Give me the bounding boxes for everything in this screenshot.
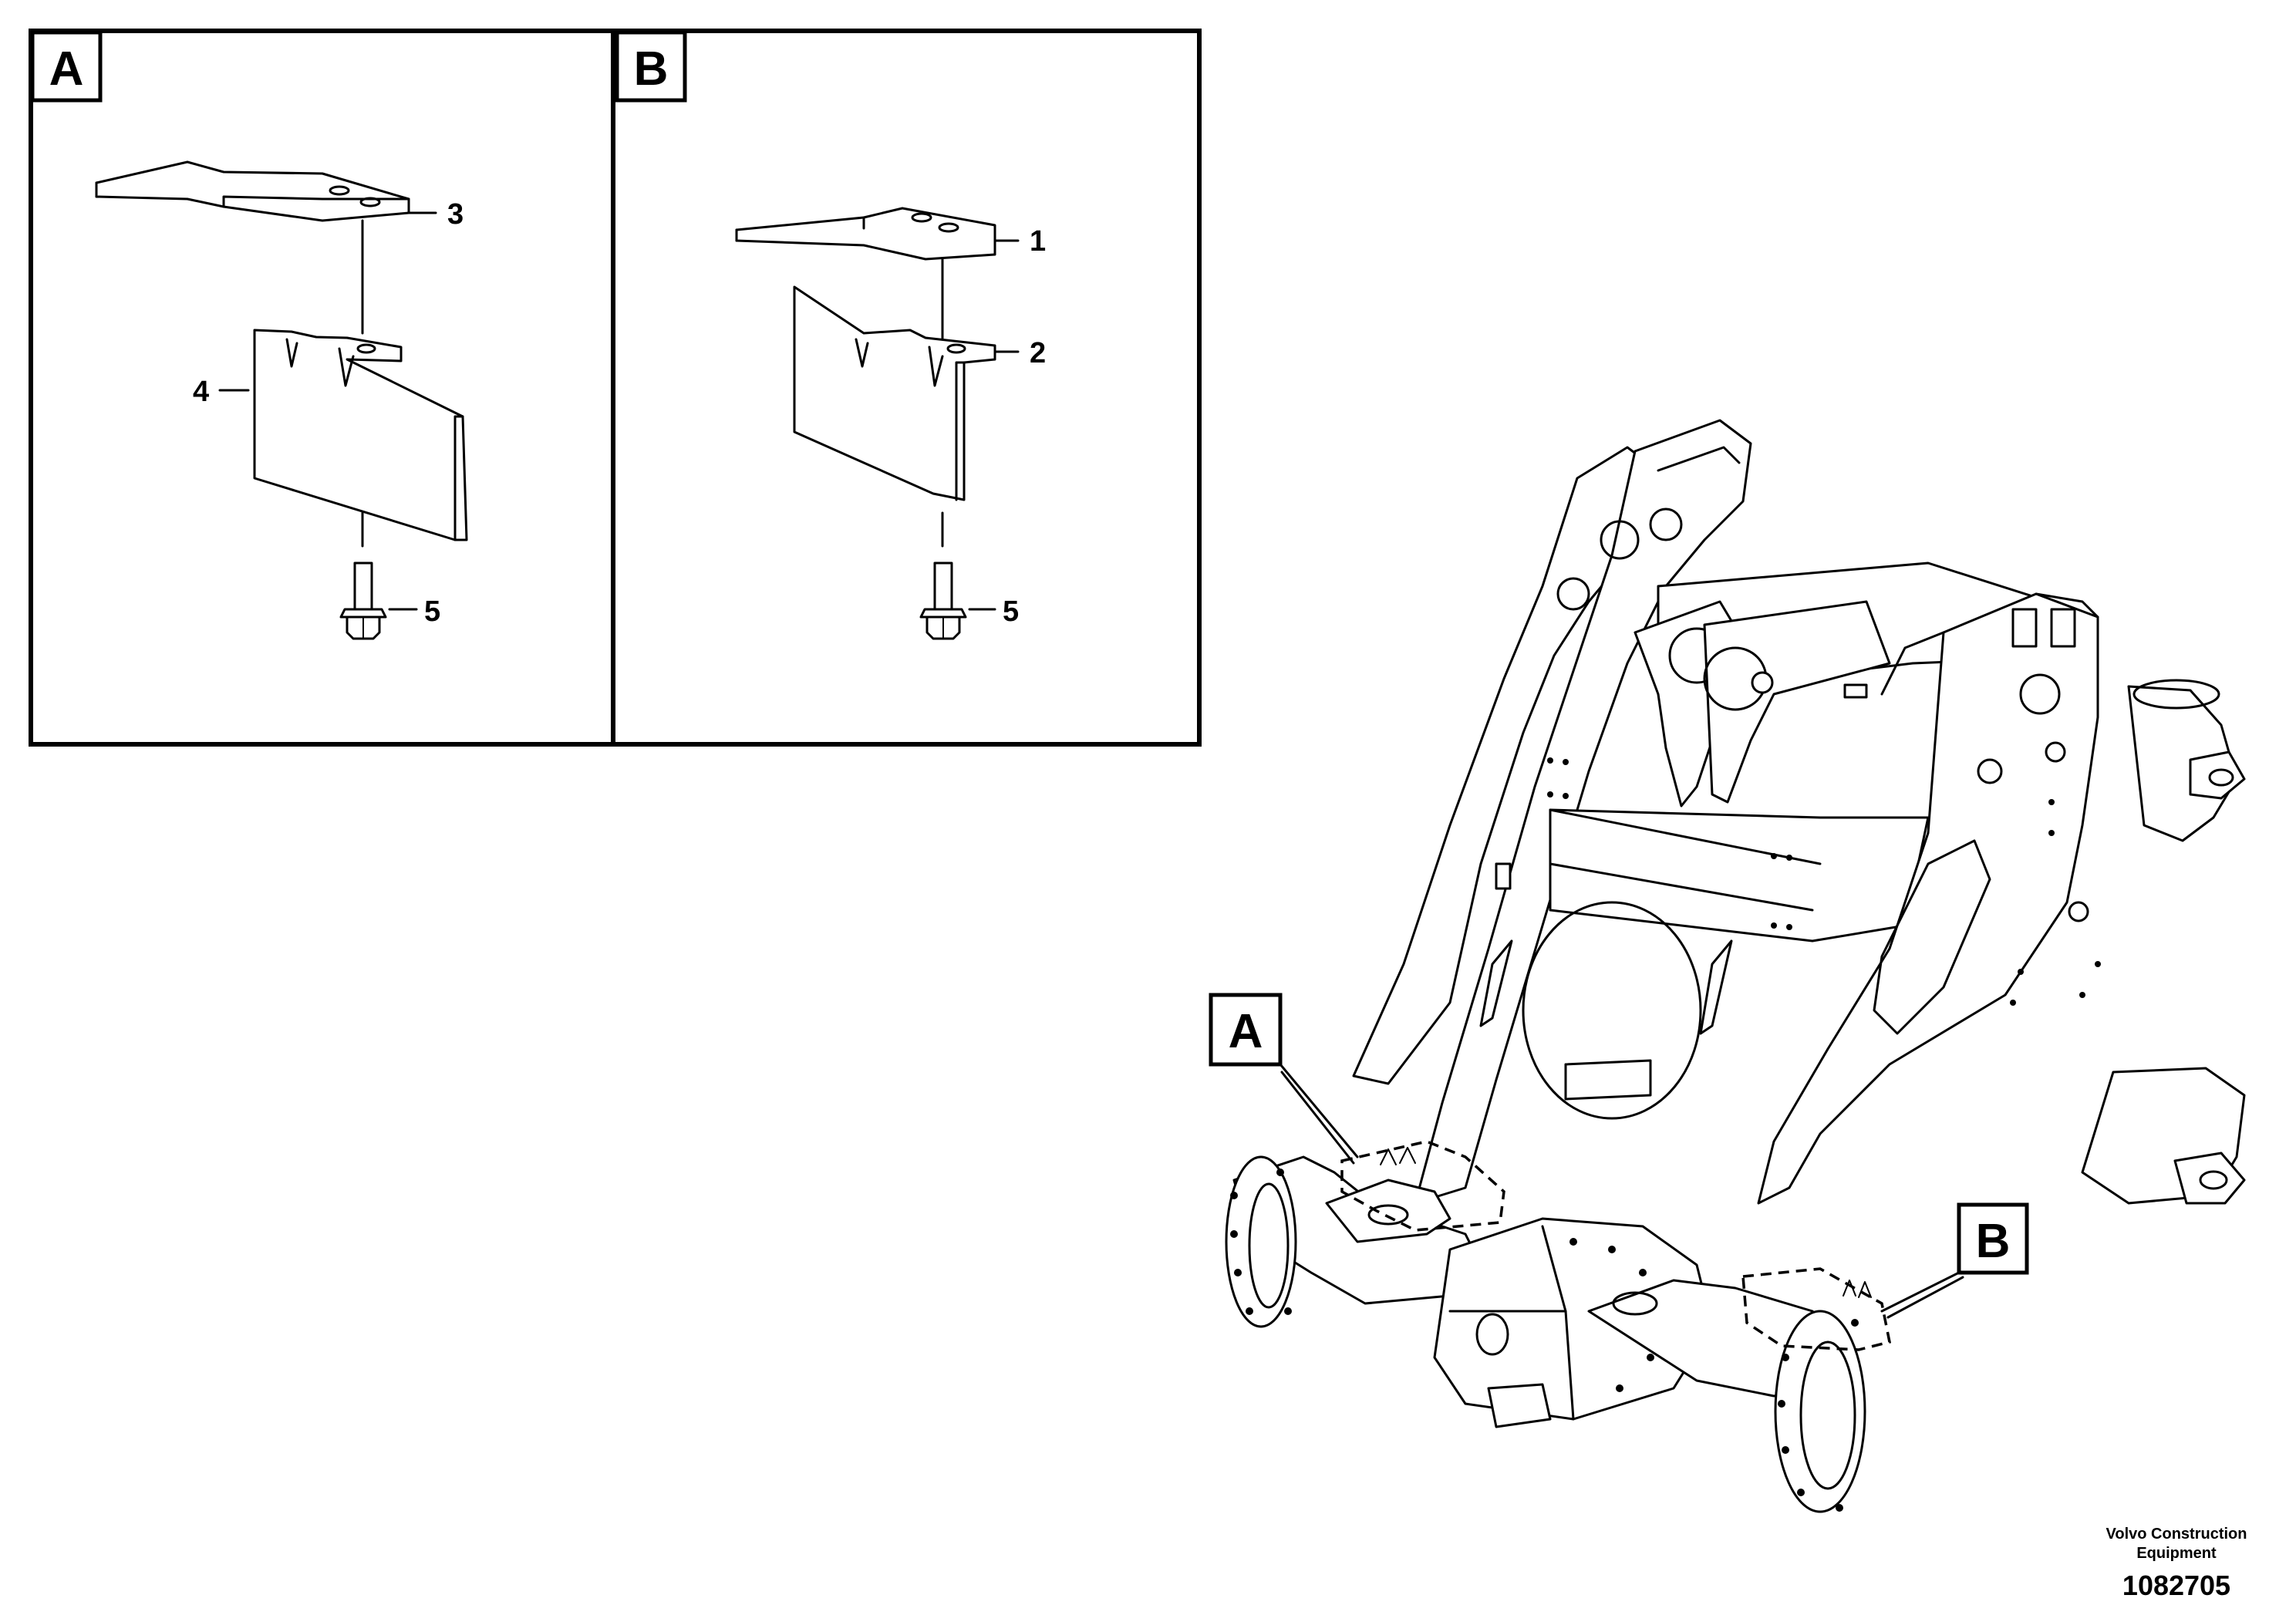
- frame-bolt-dots: [1547, 757, 2101, 1006]
- drawing-number: 1082705: [2122, 1570, 2230, 1601]
- part-5-bolt-a: [339, 561, 387, 640]
- part-3-bracket: [95, 160, 410, 222]
- callout-a-5: 5: [424, 595, 440, 628]
- frame-marker-a: A: [1209, 993, 1359, 1165]
- right-hub-bolts: [1778, 1319, 1859, 1512]
- detail-panel-a: A 3 4 5: [29, 29, 615, 747]
- left-hub-bolts: [1230, 1168, 1292, 1315]
- part-1-bracket: [735, 207, 996, 261]
- frame-marker-b: B: [1880, 1202, 2029, 1319]
- drawing-footer: Volvo Construction Equipment 1082705: [2106, 1526, 2247, 1601]
- callout-a-3: 3: [447, 198, 464, 231]
- detail-panel-b: B 1 2 5: [611, 29, 1202, 747]
- callout-a-4: 4: [193, 376, 209, 408]
- part-2-guard-plate: [793, 285, 996, 501]
- frame-marker-a-label: A: [1229, 1005, 1263, 1058]
- location-b-outline: [1741, 1267, 1892, 1351]
- detail-b-tag: B: [634, 42, 669, 96]
- company-line-1: Volvo Construction: [2106, 1526, 2247, 1543]
- part-4-guard-plate: [253, 329, 468, 541]
- part-5-bolt-b: [919, 561, 967, 640]
- callout-b-1: 1: [1030, 225, 1046, 258]
- detail-a-tag: A: [49, 42, 84, 96]
- frame-marker-b-label: B: [1976, 1215, 2011, 1268]
- callout-b-5: 5: [1003, 595, 1019, 628]
- callout-b-2: 2: [1030, 337, 1046, 369]
- company-line-2: Equipment: [2136, 1545, 2217, 1562]
- front-frame-assembly: [1225, 419, 2246, 1513]
